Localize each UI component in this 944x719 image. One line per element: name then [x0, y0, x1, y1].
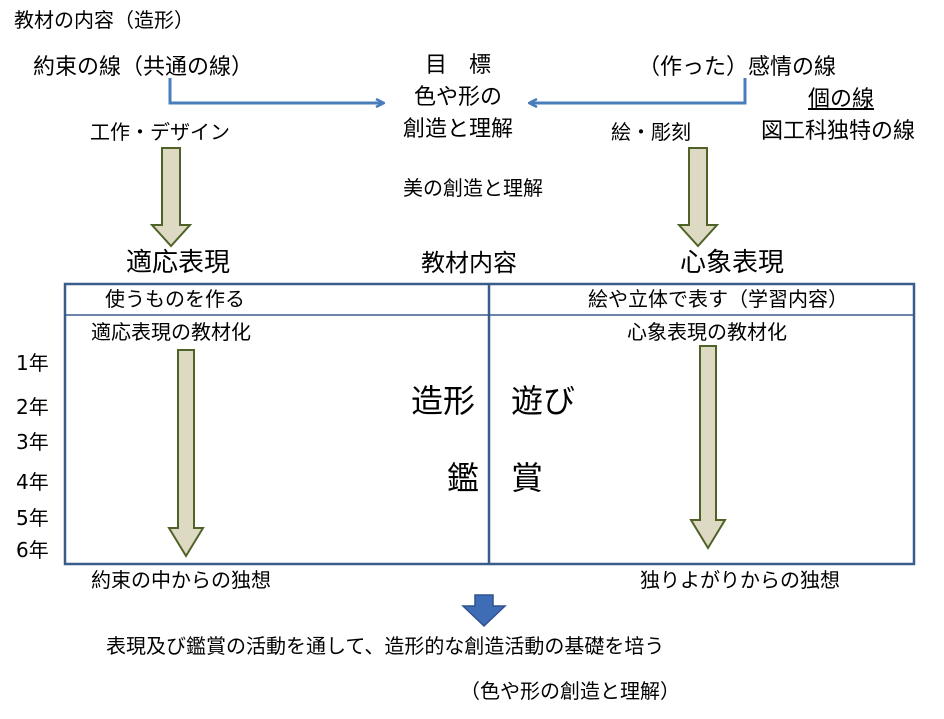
grade-4: 4年: [16, 470, 49, 494]
painting-to-mental-arrow: [676, 147, 720, 248]
teaching-content-heading: 教材内容: [421, 249, 517, 277]
mental-expression-heading: 心象表現: [680, 248, 785, 278]
center-word-zokei: 造形: [411, 382, 476, 420]
art-specific-line-label: 図工科独特の線: [761, 119, 916, 144]
right-bottom-label: 独りよがりからの独想: [640, 568, 840, 592]
center-word-sho: 賞: [511, 459, 544, 497]
conclusion-text: 表現及び鑑賞の活動を通して、造形的な創造活動の基礎を培う: [106, 634, 665, 658]
left-bottom-label: 約束の中からの独想: [91, 568, 271, 592]
diagram-title: 教材の内容（造形）: [14, 8, 194, 32]
grade-3: 3年: [16, 430, 49, 454]
painting-sculpture-label: 絵・彫刻: [611, 120, 691, 144]
grade-1: 1年: [16, 351, 49, 375]
individual-line-label: 個の線: [808, 87, 875, 112]
goal-line-3: 創造と理解: [403, 117, 514, 142]
conclusion-down-arrow: [461, 594, 507, 628]
right-progress-arrow: [689, 345, 727, 550]
left-row2-label: 適応表現の教材化: [91, 320, 251, 344]
right-line-label: （作った）感情の線: [638, 55, 837, 80]
left-row1-label: 使うものを作る: [105, 287, 245, 311]
conclusion-subtext: （色や形の創造と理解）: [460, 679, 680, 703]
right-row1-label: 絵や立体で表す（学習内容）: [588, 287, 848, 311]
craft-to-adaptive-arrow: [149, 147, 193, 248]
beauty-label: 美の創造と理解: [403, 176, 543, 200]
right-to-goal-connector: [530, 78, 747, 103]
left-to-goal-connector: [168, 78, 383, 103]
right-row2-label: 心象表現の教材化: [627, 320, 787, 344]
left-line-label: 約束の線（共通の線）: [33, 55, 254, 80]
grade-6: 6年: [16, 538, 49, 562]
adaptive-expression-heading: 適応表現: [126, 248, 231, 278]
left-progress-arrow: [167, 349, 205, 558]
grade-5: 5年: [16, 506, 49, 530]
grade-2: 2年: [16, 395, 49, 419]
craft-design-label: 工作・デザイン: [90, 120, 230, 144]
goal-heading: 目 標: [425, 53, 492, 78]
center-word-asobi: 遊び: [511, 382, 576, 420]
center-word-kan: 鑑: [447, 459, 480, 497]
goal-line-2: 色や形の: [414, 85, 503, 110]
